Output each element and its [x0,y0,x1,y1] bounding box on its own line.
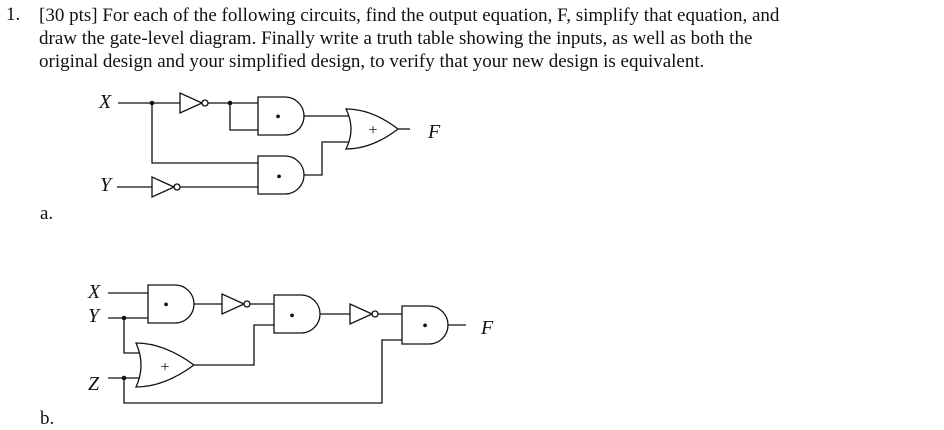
not-gate-1-b [221,292,246,316]
circuit-a: X Y F • • + [98,91,441,199]
input-label-x-b: X [87,281,101,303]
input-label-y-a: Y [100,174,113,196]
or-gate-symbol-a: + [368,122,377,139]
wire-notx-and-in2-a [229,103,258,131]
or-gate-symbol-b: + [160,359,169,376]
output-label-f-a: F [427,121,441,143]
and-gate-2-symbol-a: • [276,169,282,186]
and-gate-2-a [257,155,305,195]
not-gate-x-a [179,91,204,115]
and-gate-2-symbol-b: • [289,308,295,325]
and-gate-3-symbol-b: • [422,318,428,335]
not-gate-y-a [151,175,176,199]
wire-z-and3-b [123,339,402,404]
and-gate-3-b [401,305,449,345]
not-bubble-x-a [201,99,209,107]
not-bubble-2-b [371,310,379,318]
wire-and2-or-a [304,141,352,176]
or-gate-a [344,108,400,150]
problem-statement: [30 pts] For each of the following circu… [39,4,939,73]
wire-x-branch-a [151,103,258,164]
circuit-b: X Y Z F • + • • [87,281,494,404]
problem-line-2: draw the gate-level diagram. Finally wri… [39,28,753,49]
output-label-f-b: F [480,317,494,339]
problem-line-3: original design and your simplified desi… [39,51,705,72]
not-gate-2-b [349,302,374,326]
part-a-label: a. [40,203,54,224]
part-b-label: b. [40,408,55,429]
input-label-y-b: Y [88,305,101,327]
wire-y-or-b [123,318,140,354]
or-gate-b [134,342,196,388]
and-gate-2-b [273,294,321,334]
wire-or-and2-b [194,324,274,366]
and-gate-1-symbol-a: • [275,109,281,126]
and-gate-1-b [147,284,195,324]
not-bubble-1-b [243,300,251,308]
problem-line-1: [30 pts] For each of the following circu… [39,5,780,26]
question-number: 1. [6,4,21,25]
input-label-z-b: Z [88,373,100,395]
and-gate-1-symbol-b: • [163,297,169,314]
and-gate-1-a [257,96,305,136]
not-bubble-y-a [173,183,181,191]
input-label-x-a: X [98,91,112,113]
